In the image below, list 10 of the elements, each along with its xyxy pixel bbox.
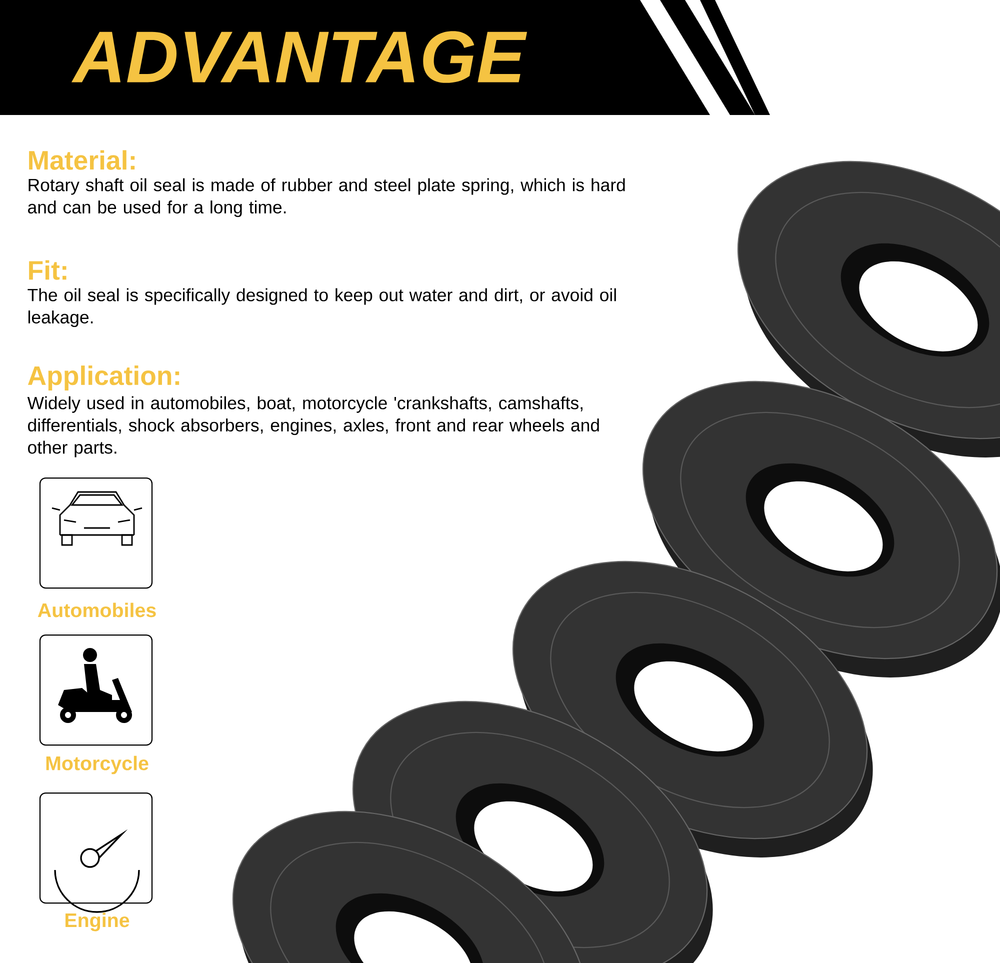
description-text: Widely used in automobiles, boat, motorcycle 'crankshafts, camshafts, differentials, shock absorbers, engines, axles, front and rear wheels and other parts. bbox=[27, 396, 599, 458]
section-heading: Fit: bbox=[29, 260, 66, 280]
icon-caption: Automobiles bbox=[38, 602, 156, 618]
section-heading: Application: bbox=[28, 366, 180, 390]
description-text: Rotary shaft oil seal is made of rubber and steel plate spring, which is hard and can be used for a long time. bbox=[28, 178, 625, 218]
title-banner: ADVANTAGE bbox=[0, 0, 770, 115]
icon-caption: Engine bbox=[66, 912, 130, 932]
description-text: The oil seal is specifically designed to keep out water and dirt, or avoid oil leakage. bbox=[28, 288, 616, 328]
icon-caption: Motorcycle bbox=[46, 756, 148, 774]
section-heading: Material: bbox=[29, 150, 135, 170]
